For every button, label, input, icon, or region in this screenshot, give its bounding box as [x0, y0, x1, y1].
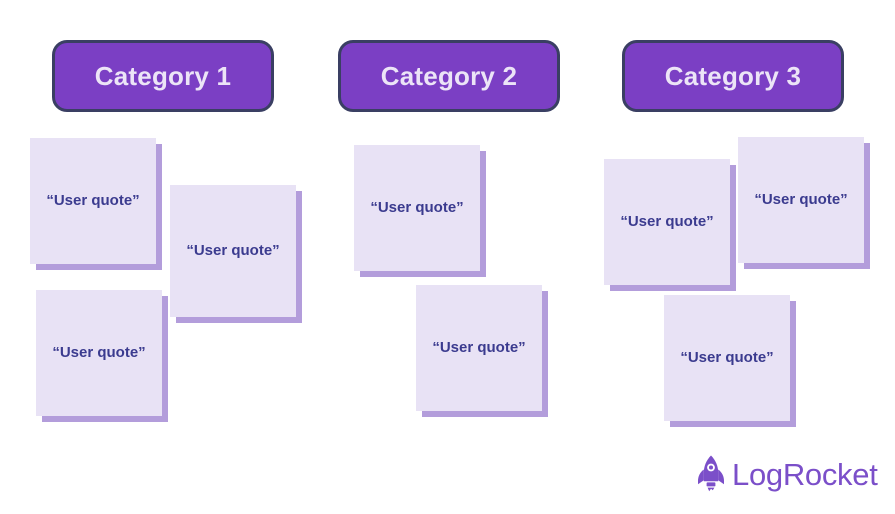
- category-header-label: Category 3: [664, 61, 802, 91]
- category-header-label: Category 2: [380, 61, 518, 91]
- logrocket-wordmark: LogRocket: [732, 456, 878, 492]
- quote-card-text: “User quote”: [754, 191, 848, 208]
- quote-card-text: “User quote”: [46, 192, 140, 209]
- category-header-1[interactable]: Category 1: [52, 40, 274, 112]
- quote-card-text: “User quote”: [620, 213, 714, 230]
- quote-card[interactable]: “User quote”: [30, 138, 156, 264]
- category-header-label: Category 1: [94, 61, 232, 91]
- quote-card[interactable]: “User quote”: [604, 159, 730, 285]
- quote-card-text: “User quote”: [370, 199, 464, 216]
- quote-card-text: “User quote”: [680, 349, 774, 366]
- rocket-icon: [694, 454, 728, 494]
- quote-card[interactable]: “User quote”: [170, 185, 296, 317]
- quote-card-text: “User quote”: [432, 339, 526, 356]
- logrocket-logo: LogRocket: [694, 454, 878, 494]
- quote-card-text: “User quote”: [52, 344, 146, 361]
- quote-card[interactable]: “User quote”: [738, 137, 864, 263]
- category-header-3[interactable]: Category 3: [622, 40, 844, 112]
- quote-card[interactable]: “User quote”: [354, 145, 480, 271]
- quote-card[interactable]: “User quote”: [664, 295, 790, 421]
- quote-card[interactable]: “User quote”: [36, 290, 162, 416]
- category-header-2[interactable]: Category 2: [338, 40, 560, 112]
- quote-card-text: “User quote”: [186, 242, 280, 259]
- quote-card[interactable]: “User quote”: [416, 285, 542, 411]
